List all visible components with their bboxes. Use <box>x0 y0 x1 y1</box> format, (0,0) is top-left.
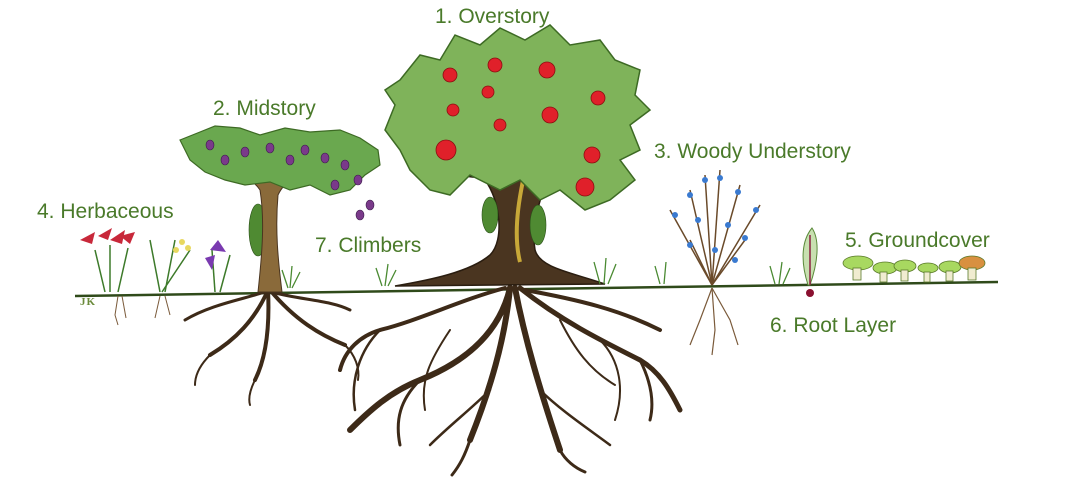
grass-tufts <box>281 257 791 289</box>
label-climbers: 7. Climbers <box>315 234 421 257</box>
overstory-apples <box>435 57 606 197</box>
label-overstory: 1. Overstory <box>435 5 550 28</box>
label-groundcover: 5. Groundcover <box>845 229 990 252</box>
groundcover-mushrooms <box>842 255 986 283</box>
label-root-layer: 6. Root Layer <box>770 314 896 337</box>
midstory-roots <box>183 288 360 406</box>
artist-signature: JK <box>80 296 97 308</box>
herbaceous-plants <box>80 228 231 326</box>
overstory-roots <box>338 285 683 477</box>
label-woody-understory: 3. Woody Understory <box>654 140 851 163</box>
label-herbaceous: 4. Herbaceous <box>37 200 174 223</box>
midstory-canopy <box>179 125 381 196</box>
understory-shrub <box>669 169 761 356</box>
soil-line <box>74 280 999 298</box>
midstory-plums <box>205 139 375 221</box>
root-layer-beet <box>802 227 818 297</box>
label-midstory: 2. Midstory <box>213 97 316 120</box>
